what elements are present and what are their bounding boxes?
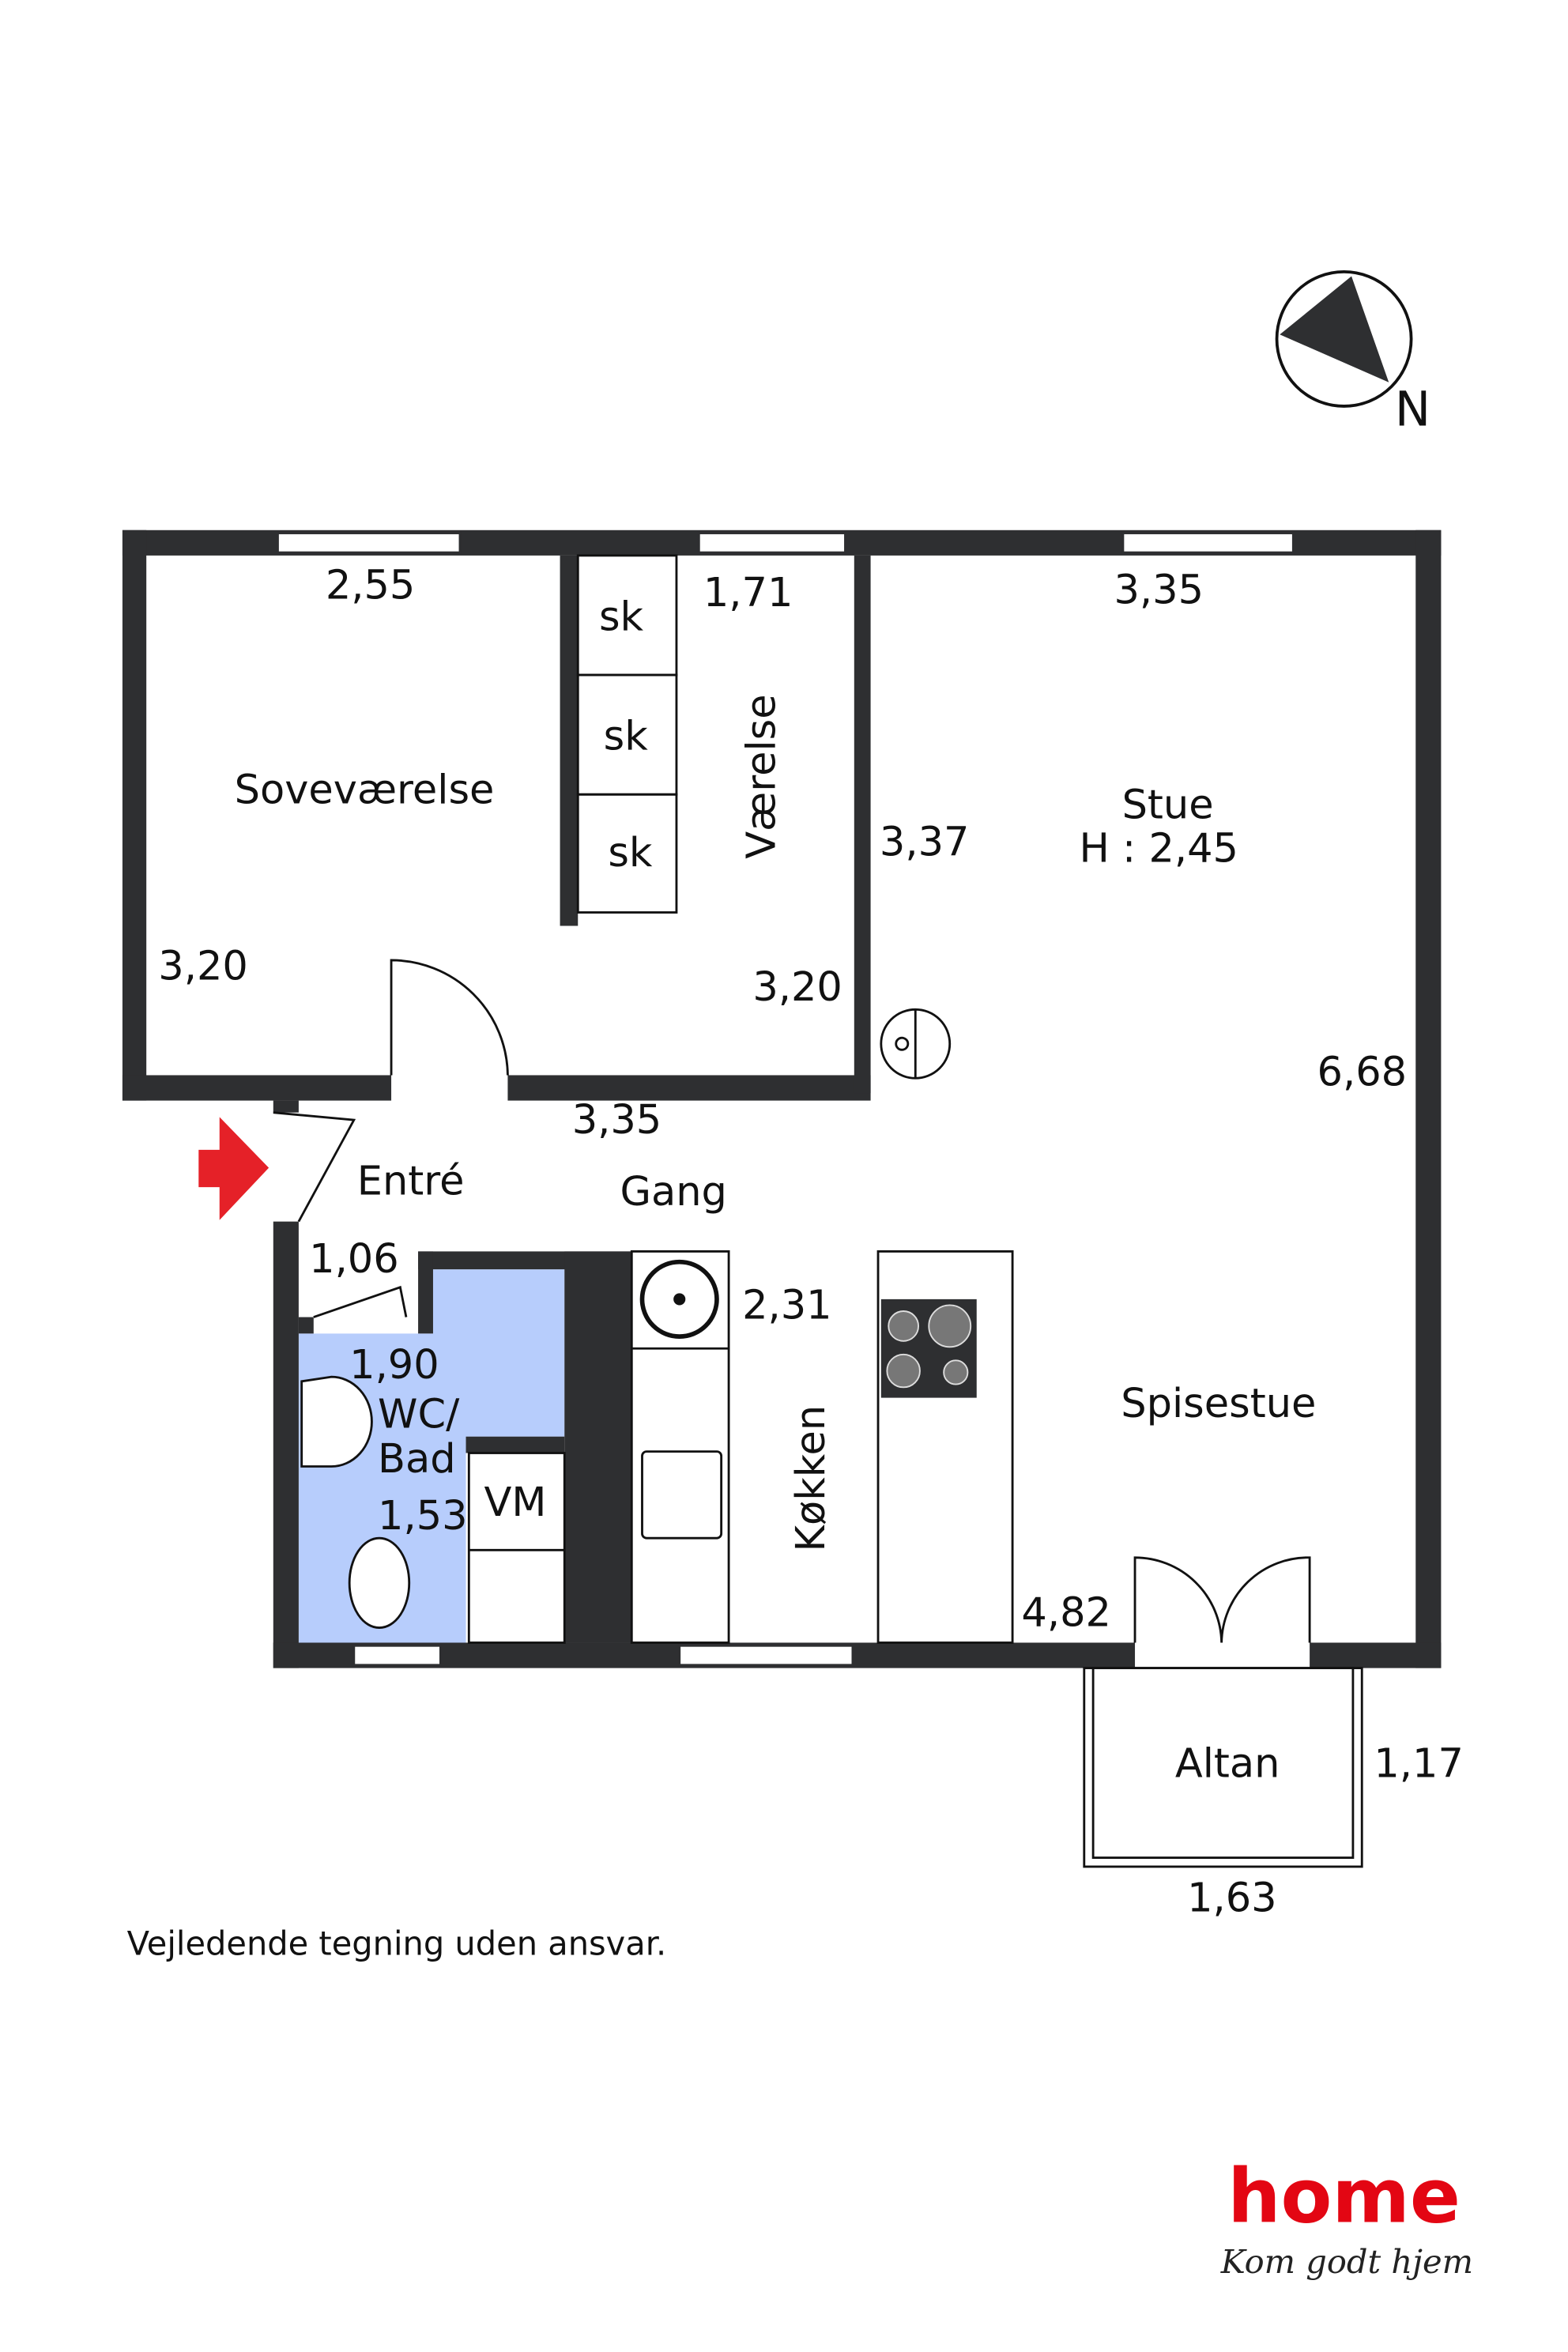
ventilation-icon <box>639 1259 719 1339</box>
room-label-bath-2: Bad <box>378 1436 456 1483</box>
room-label-room: Værelse <box>739 694 786 858</box>
closet-label: sk <box>604 714 649 760</box>
bathroom-fixtures <box>300 1375 566 1644</box>
compass-north-label: N <box>1395 383 1430 438</box>
room-label-living: Stue <box>1122 782 1214 828</box>
room-label-entry: Entré <box>357 1159 465 1205</box>
balcony <box>1083 1667 1363 1868</box>
logo-tagline: Kom godt hjem <box>1220 2242 1473 2281</box>
dim-balcony-width: 1,63 <box>1187 1875 1277 1922</box>
dim-hall-width: 3,35 <box>572 1097 662 1144</box>
ceiling-height: H : 2,45 <box>1080 825 1239 872</box>
dim-bath-width: 1,90 <box>349 1342 439 1389</box>
doors <box>273 959 1311 1643</box>
windows <box>277 532 1295 1667</box>
dim-dining-width: 4,82 <box>1021 1590 1111 1637</box>
sink-icon <box>641 1450 723 1540</box>
room-label-hall: Gang <box>620 1169 726 1216</box>
disclaimer: Vejledende tegning uden ansvar. <box>127 1924 667 1962</box>
dim-bedroom-depth: 3,20 <box>158 944 248 990</box>
dim-living-left: 3,37 <box>880 820 970 866</box>
closets <box>576 554 678 914</box>
dim-kitchen-depth: 2,31 <box>742 1282 832 1329</box>
washbasin-icon <box>300 1375 373 1468</box>
room-label-kitchen: Køkken <box>788 1405 835 1552</box>
washer-label: VM <box>484 1479 546 1526</box>
dim-balcony-depth: 1,17 <box>1374 1741 1464 1788</box>
room-label-bedroom: Soveværelse <box>235 767 495 814</box>
home-logo: home <box>1227 2154 1461 2241</box>
closet-label: sk <box>599 594 644 640</box>
compass-icon <box>1275 270 1413 408</box>
closet-label: sk <box>608 830 653 876</box>
room-label-dining: Spisestue <box>1121 1381 1316 1427</box>
room-label-bath-1: WC/ <box>378 1391 460 1438</box>
kitchen-fixtures <box>630 1250 1014 1644</box>
dim-room-depth: 3,20 <box>752 964 842 1011</box>
meter-icon <box>880 1008 952 1080</box>
dim-bath-depth: 1,53 <box>378 1493 468 1540</box>
dim-bedroom-width: 2,55 <box>326 563 416 609</box>
entry-arrow-icon <box>198 1117 270 1220</box>
dim-room-width: 1,71 <box>703 570 793 616</box>
toilet-icon <box>348 1536 411 1629</box>
dim-living-depth: 6,68 <box>1317 1050 1408 1096</box>
dim-living-width: 3,35 <box>1114 567 1204 613</box>
dim-entry-width: 1,06 <box>309 1236 399 1283</box>
room-label-balcony: Altan <box>1175 1741 1280 1788</box>
